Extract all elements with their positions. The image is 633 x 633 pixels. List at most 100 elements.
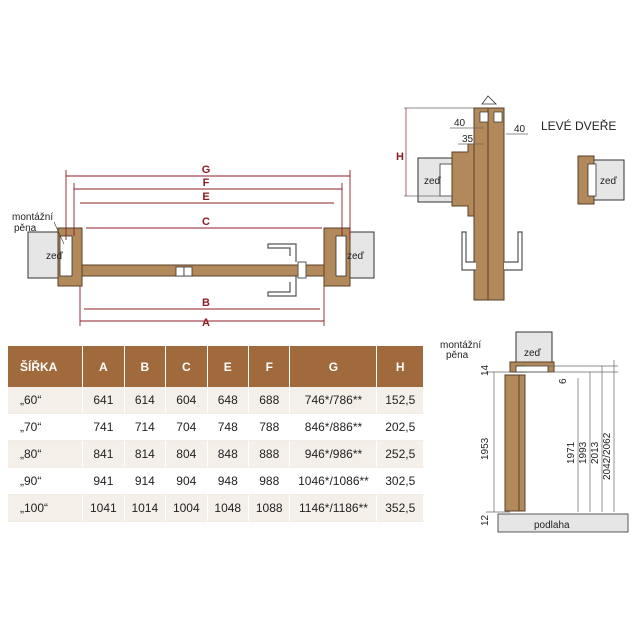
table-cell: 352,5 [376,494,424,522]
table-row: „80“ 841 814 804 848 888 946*/986** 252,… [8,440,424,468]
table-cell: 904 [165,467,208,495]
table-cell: „90“ [8,467,84,495]
table-cell: 946*/986** [289,440,378,468]
col-header: E [207,346,250,387]
detail-foam [439,163,453,197]
section-foam-label: montážní [440,340,481,351]
detail-wall-label-right: zeď [600,176,618,187]
handle-icon [267,276,297,297]
hinge [183,266,193,277]
table-cell: 814 [124,440,167,468]
lock-icon [297,261,307,279]
table-cell: 1146*/1186** [289,494,378,522]
handle-icon [267,243,297,262]
handle-icon [461,231,476,271]
table-cell: 848 [207,440,250,468]
right-foam [335,235,347,277]
dim-b: B [202,297,210,309]
col-header: ŠÍŘKA [8,346,84,387]
col-header: A [82,346,125,387]
plan-view: G F E C B A zeď zeď montážní pěna [12,164,375,329]
table-cell: „60“ [8,387,84,414]
table-row: „70“ 741 714 704 748 788 846*/886** 202,… [8,413,424,441]
table-cell: 714 [124,413,167,441]
dim-g: G [202,164,211,176]
table-cell: 604 [165,387,208,414]
dim-a: A [202,317,210,329]
table-cell: 746*/786** [289,387,378,414]
table-cell: 846*/886** [289,413,378,441]
table-cell: 841 [82,440,125,468]
size-table: ŠÍŘKA A B C E F G H „60“ 641 614 604 648… [8,346,424,522]
table-cell: 614 [124,387,167,414]
wall-label-right: zeď [347,251,365,262]
table-cell: 804 [165,440,208,468]
table-cell: 741 [82,413,125,441]
hinge [175,266,185,277]
table-cell: 914 [124,467,167,495]
table-cell: 252,5 [376,440,424,468]
dim-c: C [202,216,210,228]
col-header: F [248,346,291,387]
dim-f: F [203,177,210,189]
section-foam [515,365,549,373]
section-floor-label: podlaha [534,520,570,531]
section-dim-2042: 2042/2062 [602,432,613,480]
handle-icon [504,231,523,271]
foam-label: pěna [14,223,37,234]
door-leaf [81,264,325,277]
table-cell: 1088 [248,494,291,522]
detail-view: H 40 35 40 zeď LEVÉ DVEŘE zeď [396,95,625,301]
section-dim-12: 12 [480,514,491,526]
detail-wall-label: zeď [424,176,442,187]
table-cell: 941 [82,467,125,495]
table-cell: 152,5 [376,387,424,414]
section-dim-14: 14 [480,364,491,376]
section-dim-1953: 1953 [480,437,491,460]
table-header-row: ŠÍŘKA A B C E F G H [8,346,424,387]
table-cell: 648 [207,387,250,414]
table-cell: 1041 [82,494,125,522]
col-header: C [165,346,208,387]
table-cell: 202,5 [376,413,424,441]
table-row: „90“ 941 914 904 948 988 1046*/1086** 30… [8,467,424,495]
table-cell: 688 [248,387,291,414]
detail-foam-right [587,163,597,197]
table-cell: 1048 [207,494,250,522]
detail-h: H [396,151,404,163]
detail-marker [481,95,497,105]
col-header: G [289,346,378,387]
table-cell: 748 [207,413,250,441]
section-floor [497,513,629,533]
section-foam-label: pěna [446,350,469,361]
table-cell: 788 [248,413,291,441]
detail-dim-40b: 40 [514,124,526,135]
section-wall [515,331,553,363]
section-dim-1993: 1993 [578,441,589,464]
table-cell: 1046*/1086** [289,467,378,495]
detail-dim-35: 35 [462,134,474,145]
section-frame [518,374,526,512]
wall-label-left: zeď [46,251,64,262]
table-row: „100“ 1041 1014 1004 1048 1088 1146*/118… [8,494,424,522]
section-dim-1971: 1971 [566,441,577,464]
detail-leaf-edge [487,107,505,301]
table-cell: 641 [82,387,125,414]
table-cell: „100“ [8,494,84,522]
table-cell: 888 [248,440,291,468]
detail-title: LEVÉ DVEŘE [541,118,616,133]
section-dim-2013: 2013 [590,441,601,464]
table-cell: „70“ [8,413,84,441]
dim-e: E [202,191,209,203]
col-header: H [376,346,424,387]
detail-hinge [479,111,489,123]
table-cell: „80“ [8,440,84,468]
table-cell: 1014 [124,494,167,522]
detail-frame [451,143,477,217]
table-cell: 704 [165,413,208,441]
table-cell: 302,5 [376,467,424,495]
table-cell: 988 [248,467,291,495]
section-wall-label: zeď [524,348,542,359]
section-dim-6: 6 [558,378,569,384]
